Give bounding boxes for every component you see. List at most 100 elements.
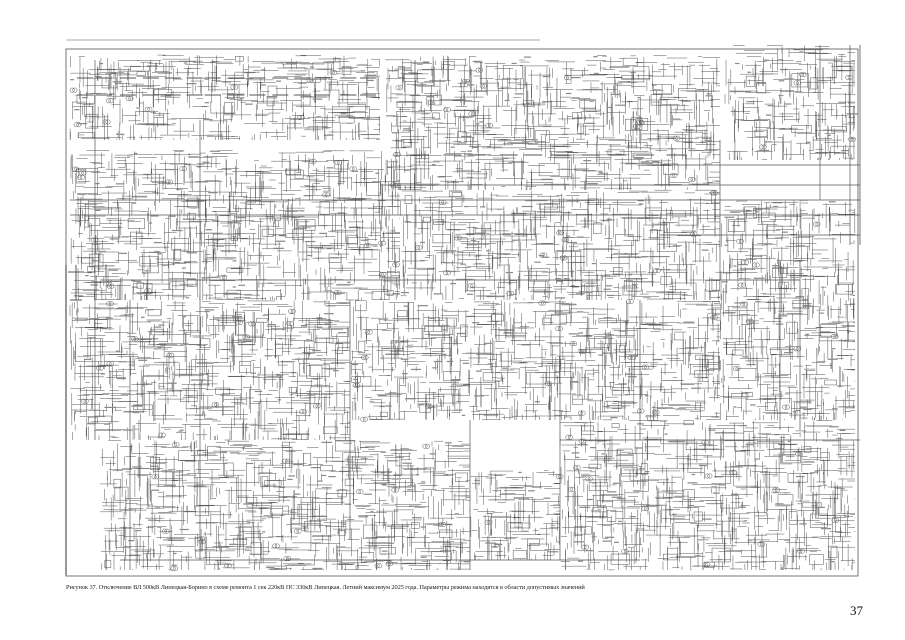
node-label-mark <box>585 122 596 124</box>
node-label-mark <box>747 71 752 73</box>
node-label-mark <box>205 229 213 231</box>
node-label-mark <box>245 103 253 105</box>
substation-box <box>579 100 596 109</box>
node-label-mark <box>176 188 180 191</box>
node-label-mark <box>841 149 849 152</box>
substation-box <box>754 129 768 137</box>
transformer-icon <box>105 98 111 104</box>
transformer-icon <box>672 173 678 178</box>
node-label-mark <box>306 254 313 257</box>
transformer-icon <box>801 72 807 77</box>
node-label-mark <box>347 281 351 283</box>
transformer-icon <box>349 166 355 172</box>
transformer-icon <box>470 283 476 289</box>
transformer-icon <box>559 230 564 236</box>
transformer-icon <box>692 231 698 237</box>
node-label-mark <box>615 104 626 106</box>
node-label-mark <box>734 302 746 304</box>
node-label-mark <box>571 76 581 79</box>
transformer-icon <box>144 288 150 294</box>
substation-box <box>731 393 749 399</box>
node-label-mark <box>104 406 115 409</box>
node-label-mark <box>301 95 312 98</box>
node-label-mark <box>326 167 334 169</box>
transformer-icon <box>380 240 386 246</box>
transformer-icon <box>848 136 854 142</box>
node-label-mark <box>354 287 362 289</box>
transformer-icon <box>556 230 562 236</box>
transformer-icon <box>309 77 315 83</box>
transformer-icon <box>83 398 89 404</box>
transformer-icon <box>168 179 174 185</box>
node-label-mark <box>153 241 162 244</box>
substation-box <box>261 228 274 237</box>
substation-box <box>628 142 648 149</box>
node-label-mark <box>300 324 308 327</box>
transformer-icon <box>288 308 294 314</box>
transformer-icon <box>784 404 790 410</box>
transformer-icon <box>564 237 570 243</box>
substation-box <box>239 361 252 373</box>
substation-box <box>538 203 558 210</box>
transformer-icon <box>147 106 153 112</box>
node-label-mark <box>201 277 210 279</box>
transformer-icon <box>812 221 818 227</box>
node-label-mark <box>131 405 143 407</box>
node-label-mark <box>351 170 359 172</box>
substation-box <box>835 284 853 295</box>
transformer-icon <box>166 352 172 358</box>
substation-box <box>147 309 161 317</box>
transformer-icon <box>850 136 856 142</box>
transformer-icon <box>230 84 236 90</box>
transformer-icon <box>456 235 462 241</box>
node-label-mark <box>724 216 735 218</box>
node-label-mark <box>250 372 256 374</box>
node-label-mark <box>689 149 697 152</box>
substation-box <box>338 116 355 124</box>
substation-box <box>328 253 342 263</box>
transformer-icon <box>833 334 839 339</box>
node-label-mark <box>90 284 99 286</box>
transformer-icon <box>332 70 338 75</box>
node-label-mark <box>660 269 665 271</box>
node-label-mark <box>195 414 202 416</box>
transformer-icon <box>815 221 821 227</box>
node-label-mark <box>531 139 538 141</box>
substation-box <box>401 139 412 148</box>
node-label-mark <box>365 74 376 76</box>
node-label-mark <box>153 326 162 328</box>
substation-box <box>451 192 463 207</box>
transformer-icon <box>233 84 239 90</box>
substation-box <box>632 66 650 80</box>
substation-box <box>341 66 352 75</box>
substation-box <box>792 300 809 310</box>
substation-box <box>453 109 475 117</box>
node-label-mark <box>598 171 604 173</box>
node-label-mark <box>387 166 393 168</box>
substation-box <box>319 200 330 215</box>
substation-box <box>423 216 432 223</box>
node-label-mark <box>403 128 411 130</box>
node-label-mark <box>450 283 456 285</box>
substation-box <box>226 289 241 300</box>
substation-box <box>631 117 643 130</box>
node-label-mark <box>289 312 294 315</box>
substation-box <box>306 365 323 379</box>
transformer-icon <box>689 231 695 237</box>
node-label-mark <box>542 75 549 78</box>
substation-box <box>127 218 145 229</box>
node-label-mark <box>312 98 323 100</box>
transformer-icon <box>438 199 444 205</box>
substation-box <box>810 77 818 90</box>
transformer-icon <box>638 119 644 125</box>
node-label-mark <box>783 78 794 80</box>
transformer-icon <box>561 237 567 243</box>
node-label-mark <box>512 239 518 241</box>
node-label-mark <box>208 192 218 194</box>
node-label-mark <box>267 323 276 326</box>
substation-box <box>150 328 164 336</box>
transformer-icon <box>81 398 86 404</box>
transformer-icon <box>288 321 294 326</box>
transformer-icon <box>81 170 87 176</box>
substation-box <box>613 267 623 275</box>
